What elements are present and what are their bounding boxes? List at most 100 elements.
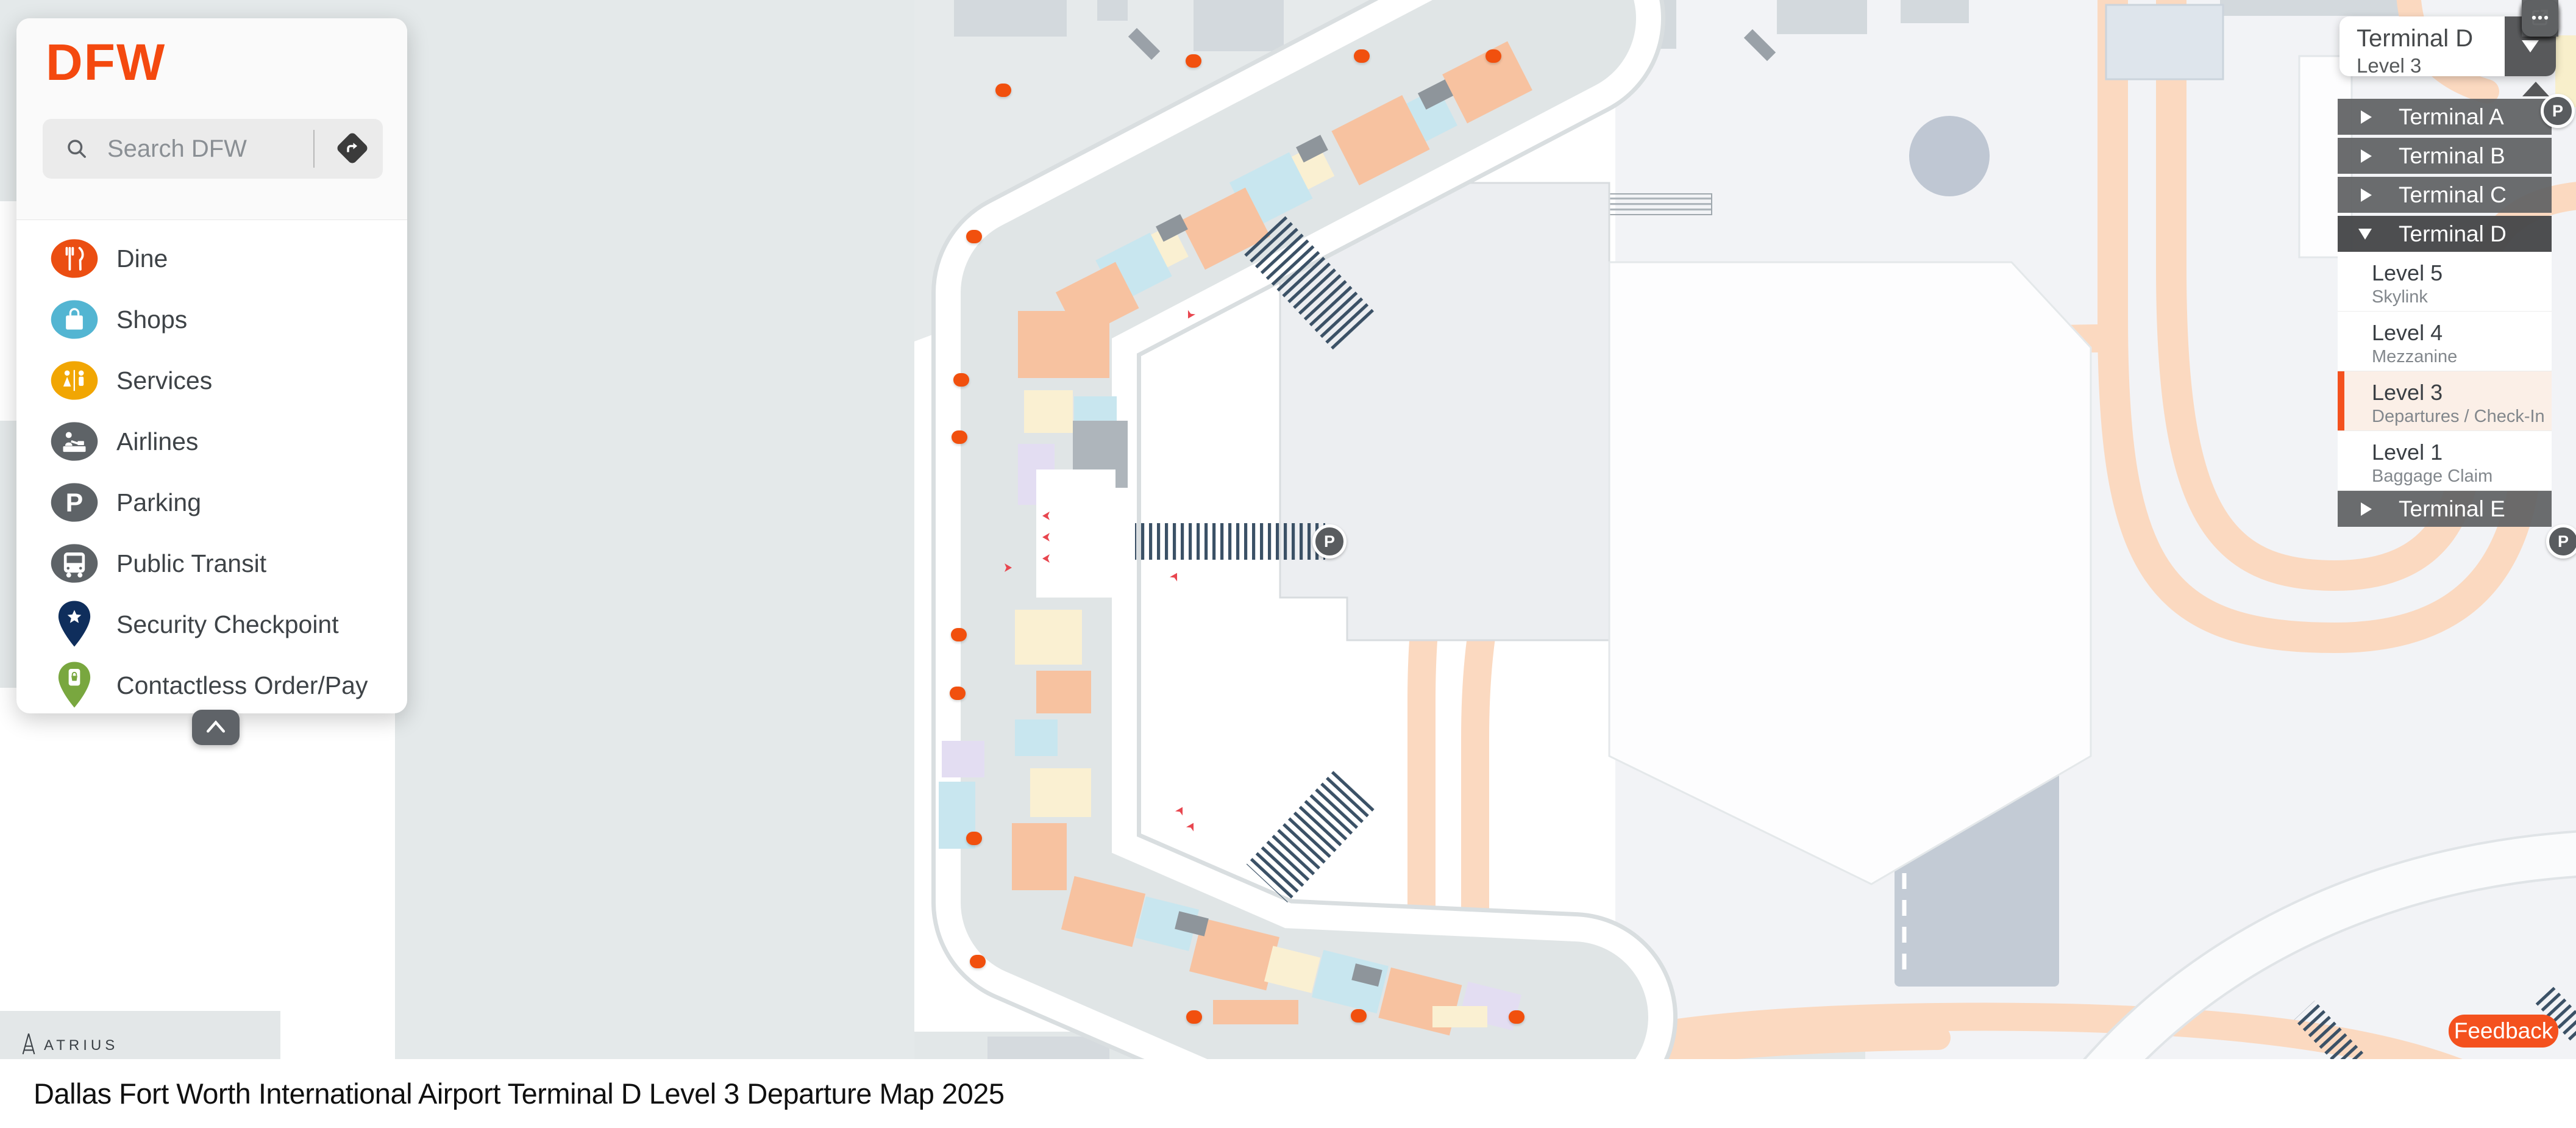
terminal-selector-header[interactable]: Terminal D Level 3 [2339, 16, 2556, 77]
feedback-button[interactable]: Feedback [2449, 1015, 2558, 1048]
dfw-logo: DFW [46, 34, 166, 91]
menu-item-icon-slot [47, 421, 102, 462]
search-divider [313, 130, 315, 168]
terminal-row-label: Terminal D [2399, 221, 2507, 246]
directions-button[interactable] [330, 127, 374, 171]
page-caption: Dallas Fort Worth International Airport … [34, 1077, 1005, 1110]
sidebar-panel: DFW Dine Shops Services [16, 18, 407, 713]
contactless-order-pay-icon [58, 662, 91, 708]
level-row[interactable]: Level 3 Departures / Check-In [2338, 371, 2552, 431]
terminal-row[interactable]: Terminal C [2338, 177, 2552, 213]
gate-badge[interactable] [952, 430, 967, 444]
parking-pin[interactable]: P [2546, 524, 2576, 559]
parking-icon: P [51, 483, 98, 522]
menu-item-icon-slot [47, 543, 102, 584]
control-icon-slot [2528, 5, 2552, 32]
terminal-row-label: Terminal E [2399, 496, 2505, 521]
shops-icon [51, 300, 98, 339]
gate-badge[interactable] [1485, 49, 1501, 63]
gate-badge[interactable] [970, 955, 986, 968]
gate-badge[interactable] [1351, 1009, 1367, 1023]
terminal-row-label: Terminal C [2399, 182, 2507, 207]
svg-text:P: P [66, 488, 84, 518]
map-control-button[interactable] [2522, 0, 2558, 37]
caption-band: Dallas Fort Worth International Airport … [0, 1059, 2576, 1128]
chevron-down-icon [2522, 40, 2539, 52]
gate-badge[interactable] [1509, 1010, 1525, 1024]
directions-icon [337, 133, 368, 163]
level-subtitle: Baggage Claim [2372, 466, 2493, 486]
caret-icon [2358, 228, 2372, 240]
level-title: Level 5 [2372, 260, 2443, 285]
parking-pin[interactable]: P [1312, 524, 1347, 559]
menu-item-icon-slot [47, 360, 102, 401]
sidebar-menu-item[interactable]: Services [16, 350, 407, 411]
level-row[interactable]: Level 4 Mezzanine [2338, 312, 2552, 371]
selected-terminal: Terminal D [2357, 25, 2474, 52]
search-icon-slot [63, 135, 90, 162]
transit-icon [51, 544, 98, 583]
menu-item-icon-slot [47, 659, 102, 712]
menu-item-icon-slot [47, 598, 102, 651]
menu-item-label: Airlines [116, 427, 199, 455]
level-subtitle: Skylink [2372, 287, 2428, 307]
services-icon [51, 361, 98, 400]
panel-pointer [2522, 82, 2549, 96]
gate-badge[interactable] [950, 687, 966, 700]
gate-badge[interactable] [995, 84, 1011, 97]
atrius-watermark: ATRIUS [20, 1032, 118, 1058]
terminal-row-label: Terminal A [2399, 104, 2504, 129]
gate-badge[interactable] [953, 373, 969, 387]
level-row[interactable]: Level 1 Baggage Claim [2338, 431, 2552, 491]
search-input[interactable] [106, 134, 313, 163]
level-subtitle: Mezzanine [2372, 347, 2458, 366]
caret-icon [2361, 188, 2372, 202]
menu-item-label: Parking [116, 488, 202, 516]
parking-pin[interactable]: P [2541, 94, 2575, 128]
map-canvas[interactable]: P P P ATRIUS [0, 0, 2576, 1059]
gate-badge[interactable] [1186, 1010, 1202, 1024]
level-title: Level 4 [2372, 320, 2443, 345]
gate-badge[interactable] [966, 832, 982, 845]
chevron-up-icon [206, 719, 226, 733]
terminal-row[interactable]: Terminal A [2338, 99, 2552, 135]
level-subtitle: Departures / Check-In [2372, 407, 2545, 426]
sidebar-menu-item[interactable]: Security Checkpoint [16, 594, 407, 655]
gate-badge[interactable] [951, 628, 967, 641]
atrius-watermark-text: ATRIUS [44, 1037, 119, 1054]
terminal-row[interactable]: Terminal D [2338, 216, 2552, 252]
level-row[interactable]: Level 5 Skylink [2338, 252, 2552, 312]
map-svg [0, 0, 2576, 1059]
menu-item-label: Dine [116, 244, 168, 273]
gate-badge[interactable] [1186, 54, 1201, 68]
sidebar-menu-item[interactable]: Shops [16, 289, 407, 350]
gate-badge[interactable] [966, 230, 982, 243]
sidebar-menu-item[interactable]: Public Transit [16, 533, 407, 594]
caret-icon [2361, 502, 2372, 516]
chevron-up-icon-slot [202, 716, 229, 739]
menu-item-label: Public Transit [116, 549, 267, 577]
search-icon [68, 140, 86, 158]
terminal-list: Terminal A Terminal B Terminal C Termina… [2338, 99, 2552, 530]
menu-item-label: Shops [116, 305, 188, 334]
airlines-icon [51, 422, 98, 461]
sidebar-menu: Dine Shops Services Airlines P Parking P… [16, 223, 407, 713]
sidebar-menu-item[interactable]: Dine [16, 228, 407, 289]
terminal-row-label: Terminal B [2399, 143, 2505, 168]
selected-level: Level 3 [2357, 54, 2422, 77]
sidebar-menu-item[interactable]: Airlines [16, 411, 407, 472]
dine-icon [51, 239, 98, 278]
sidebar-collapse-button[interactable] [192, 710, 240, 745]
menu-item-label: Security Checkpoint [116, 610, 339, 638]
terminal-row[interactable]: Terminal E [2338, 491, 2552, 527]
menu-item-label: Contactless Order/Pay [116, 671, 368, 699]
sidebar-menu-item[interactable]: P Parking [16, 472, 407, 533]
caret-icon [2361, 149, 2372, 163]
more-options-icon [2532, 15, 2549, 20]
gate-badge[interactable] [1354, 49, 1370, 63]
sidebar-menu-item[interactable]: Contactless Order/Pay [16, 655, 407, 716]
terminal-row[interactable]: Terminal B [2338, 138, 2552, 174]
menu-item-icon-slot [47, 299, 102, 340]
menu-item-icon-slot [47, 238, 102, 279]
